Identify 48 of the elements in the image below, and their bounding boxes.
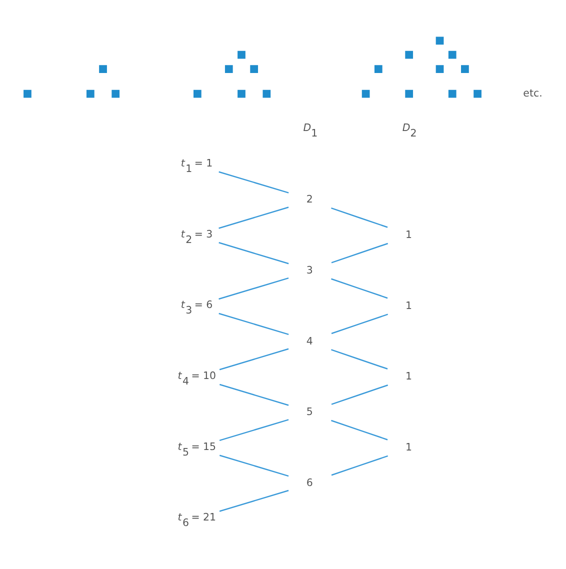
- node-box: [86, 89, 94, 98]
- label: etc.: [523, 88, 542, 99]
- node-text: 1: [406, 442, 412, 454]
- node-box: [112, 89, 120, 98]
- connector: [219, 383, 289, 406]
- connector: [218, 170, 289, 193]
- node-box: [436, 36, 444, 44]
- node-box: [474, 89, 482, 98]
- node-box: [436, 64, 444, 72]
- connector: [331, 384, 388, 404]
- node-box: [461, 64, 469, 72]
- node-box: [224, 64, 233, 72]
- node-box: [238, 89, 246, 98]
- connector: [218, 242, 289, 264]
- node-text: 1: [406, 300, 412, 312]
- node-box: [405, 89, 414, 98]
- connector: [219, 348, 289, 370]
- connector: [219, 454, 289, 476]
- node-box: [405, 50, 414, 58]
- node-box: [448, 50, 456, 58]
- connector: [331, 454, 388, 476]
- node-box: [99, 64, 107, 72]
- node-box: [194, 89, 202, 98]
- connector: [331, 278, 388, 298]
- node-box: [448, 89, 456, 98]
- connector: [331, 242, 388, 263]
- connector: [218, 206, 289, 228]
- node-text: 4: [306, 336, 313, 347]
- connector: [218, 276, 289, 300]
- node-text: 1: [406, 230, 412, 241]
- connector: [331, 419, 388, 440]
- node-box: [238, 50, 246, 58]
- connector: [219, 418, 289, 441]
- node-box: [250, 64, 258, 72]
- node-text: 2: [306, 194, 313, 206]
- node-box: [362, 89, 370, 98]
- node-text: 5: [306, 406, 313, 418]
- connector: [218, 312, 289, 335]
- node-text: 6: [306, 477, 313, 488]
- node-box: [374, 64, 382, 72]
- connector: [331, 313, 388, 334]
- connector: [331, 206, 388, 228]
- connector: [219, 489, 289, 512]
- node-text: 3: [306, 265, 313, 276]
- node-box: [24, 89, 32, 98]
- node-text: 1: [406, 371, 412, 382]
- node-box: [262, 89, 271, 98]
- connector: [331, 348, 388, 369]
